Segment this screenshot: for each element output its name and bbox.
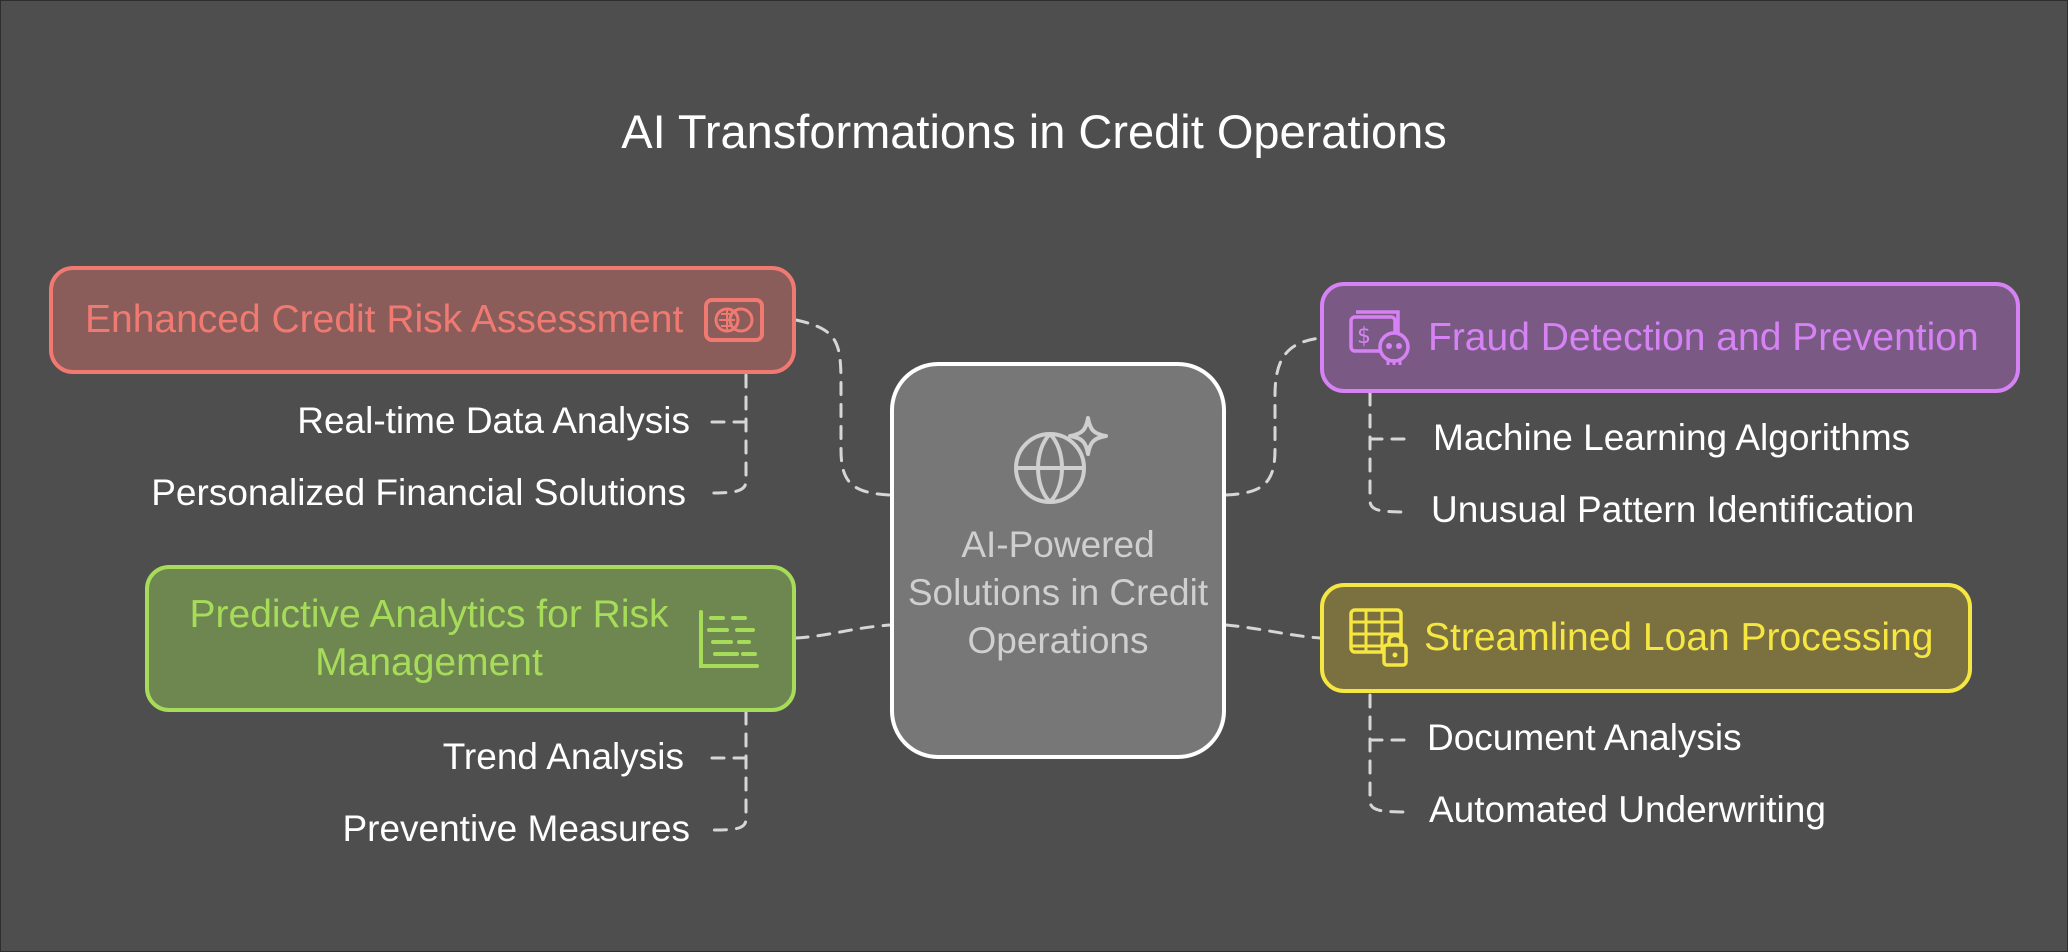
connector-loan: [1224, 623, 1322, 640]
credit-card-icon: [704, 298, 764, 342]
node-credit-risk-label: Enhanced Credit Risk Assessment: [85, 298, 684, 341]
node-predictive-analytics: Predictive Analytics for Risk Management: [145, 565, 796, 712]
item-preventive-measures: Preventive Measures: [342, 808, 690, 849]
node-fraud-detection: $ Fraud Detection and Prevention: [1320, 282, 2020, 393]
svg-text:$: $: [1357, 324, 1371, 349]
connector-loan-items: [1368, 693, 1410, 814]
connector-risk: [794, 318, 892, 497]
node-credit-risk-assessment: Enhanced Credit Risk Assessment: [49, 266, 796, 374]
money-skull-icon: $: [1349, 309, 1410, 365]
item-real-time-data-analysis: Real-time Data Analysis: [297, 400, 690, 441]
connector-predictive: [794, 623, 892, 640]
node-loan-processing: Streamlined Loan Processing: [1320, 583, 1972, 693]
scatter-chart-icon: [699, 609, 759, 668]
diagram-title: AI Transformations in Credit Operations: [621, 105, 1447, 158]
connector-risk-items: [710, 373, 748, 495]
item-trend-analysis: Trend Analysis: [442, 736, 684, 777]
node-fraud-label: Fraud Detection and Prevention: [1428, 315, 1979, 359]
central-node: AI-Powered Solutions in Credit Operation…: [890, 362, 1226, 759]
connector-predictive-items: [710, 710, 748, 832]
item-automated-underwriting: Automated Underwriting: [1429, 789, 1826, 830]
node-loan-label: Streamlined Loan Processing: [1424, 616, 1934, 659]
locked-table-icon: [1349, 608, 1408, 667]
item-unusual-pattern-identification: Unusual Pattern Identification: [1431, 489, 1915, 530]
node-predictive-label: Predictive Analytics for Risk Management: [189, 592, 669, 684]
connector-fraud: [1224, 336, 1322, 497]
connector-fraud-items: [1368, 391, 1410, 514]
item-document-analysis: Document Analysis: [1427, 717, 1742, 758]
globe-sparkle-icon: [1014, 416, 1108, 504]
item-personalized-financial-solutions: Personalized Financial Solutions: [151, 472, 686, 513]
central-node-label: AI-Powered Solutions in Credit Operation…: [907, 524, 1209, 661]
item-machine-learning-algorithms: Machine Learning Algorithms: [1433, 417, 1911, 458]
